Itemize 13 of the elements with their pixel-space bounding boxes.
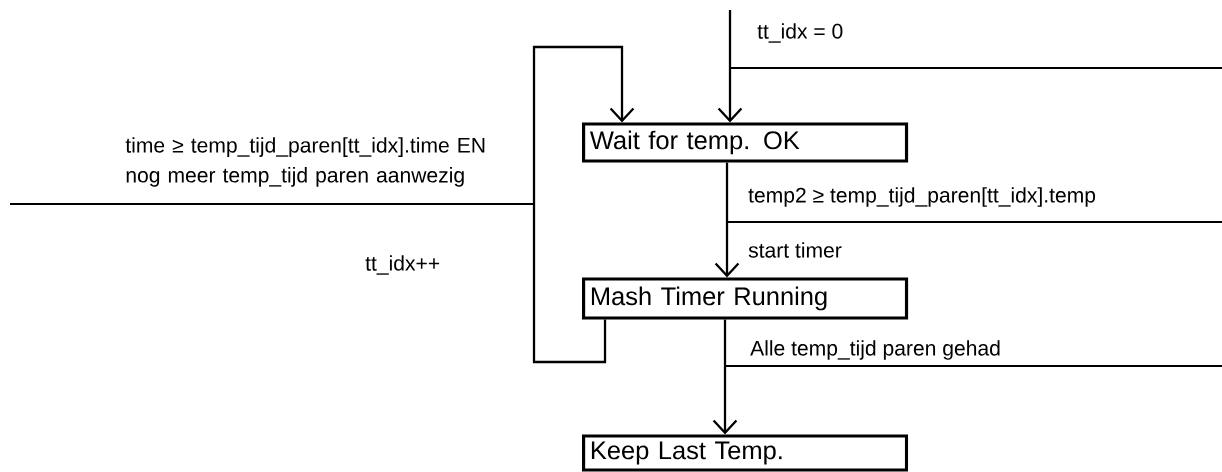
state-box: Wait for temp. OK xyxy=(582,122,909,163)
edge-label: time ≥ temp_tijd_paren[tt_idx].time EN nog meer temp_tijd paren aanwezig xyxy=(125,137,485,187)
state-box: Mash Timer Running xyxy=(582,277,909,320)
edge-label: Alle temp_tijd paren gehad xyxy=(750,340,1000,360)
action-label: start timer xyxy=(748,242,842,258)
edge-label: tt_idx = 0 xyxy=(757,23,843,43)
edge-label: temp2 ≥ temp_tijd_paren[tt_idx].temp xyxy=(748,187,1096,207)
arrow xyxy=(712,319,738,435)
arrow xyxy=(717,10,743,123)
state-box: Keep Last Temp. xyxy=(582,434,909,472)
action-label: tt_idx++ xyxy=(365,255,440,275)
arrow xyxy=(714,162,740,278)
arrow xyxy=(532,45,635,364)
